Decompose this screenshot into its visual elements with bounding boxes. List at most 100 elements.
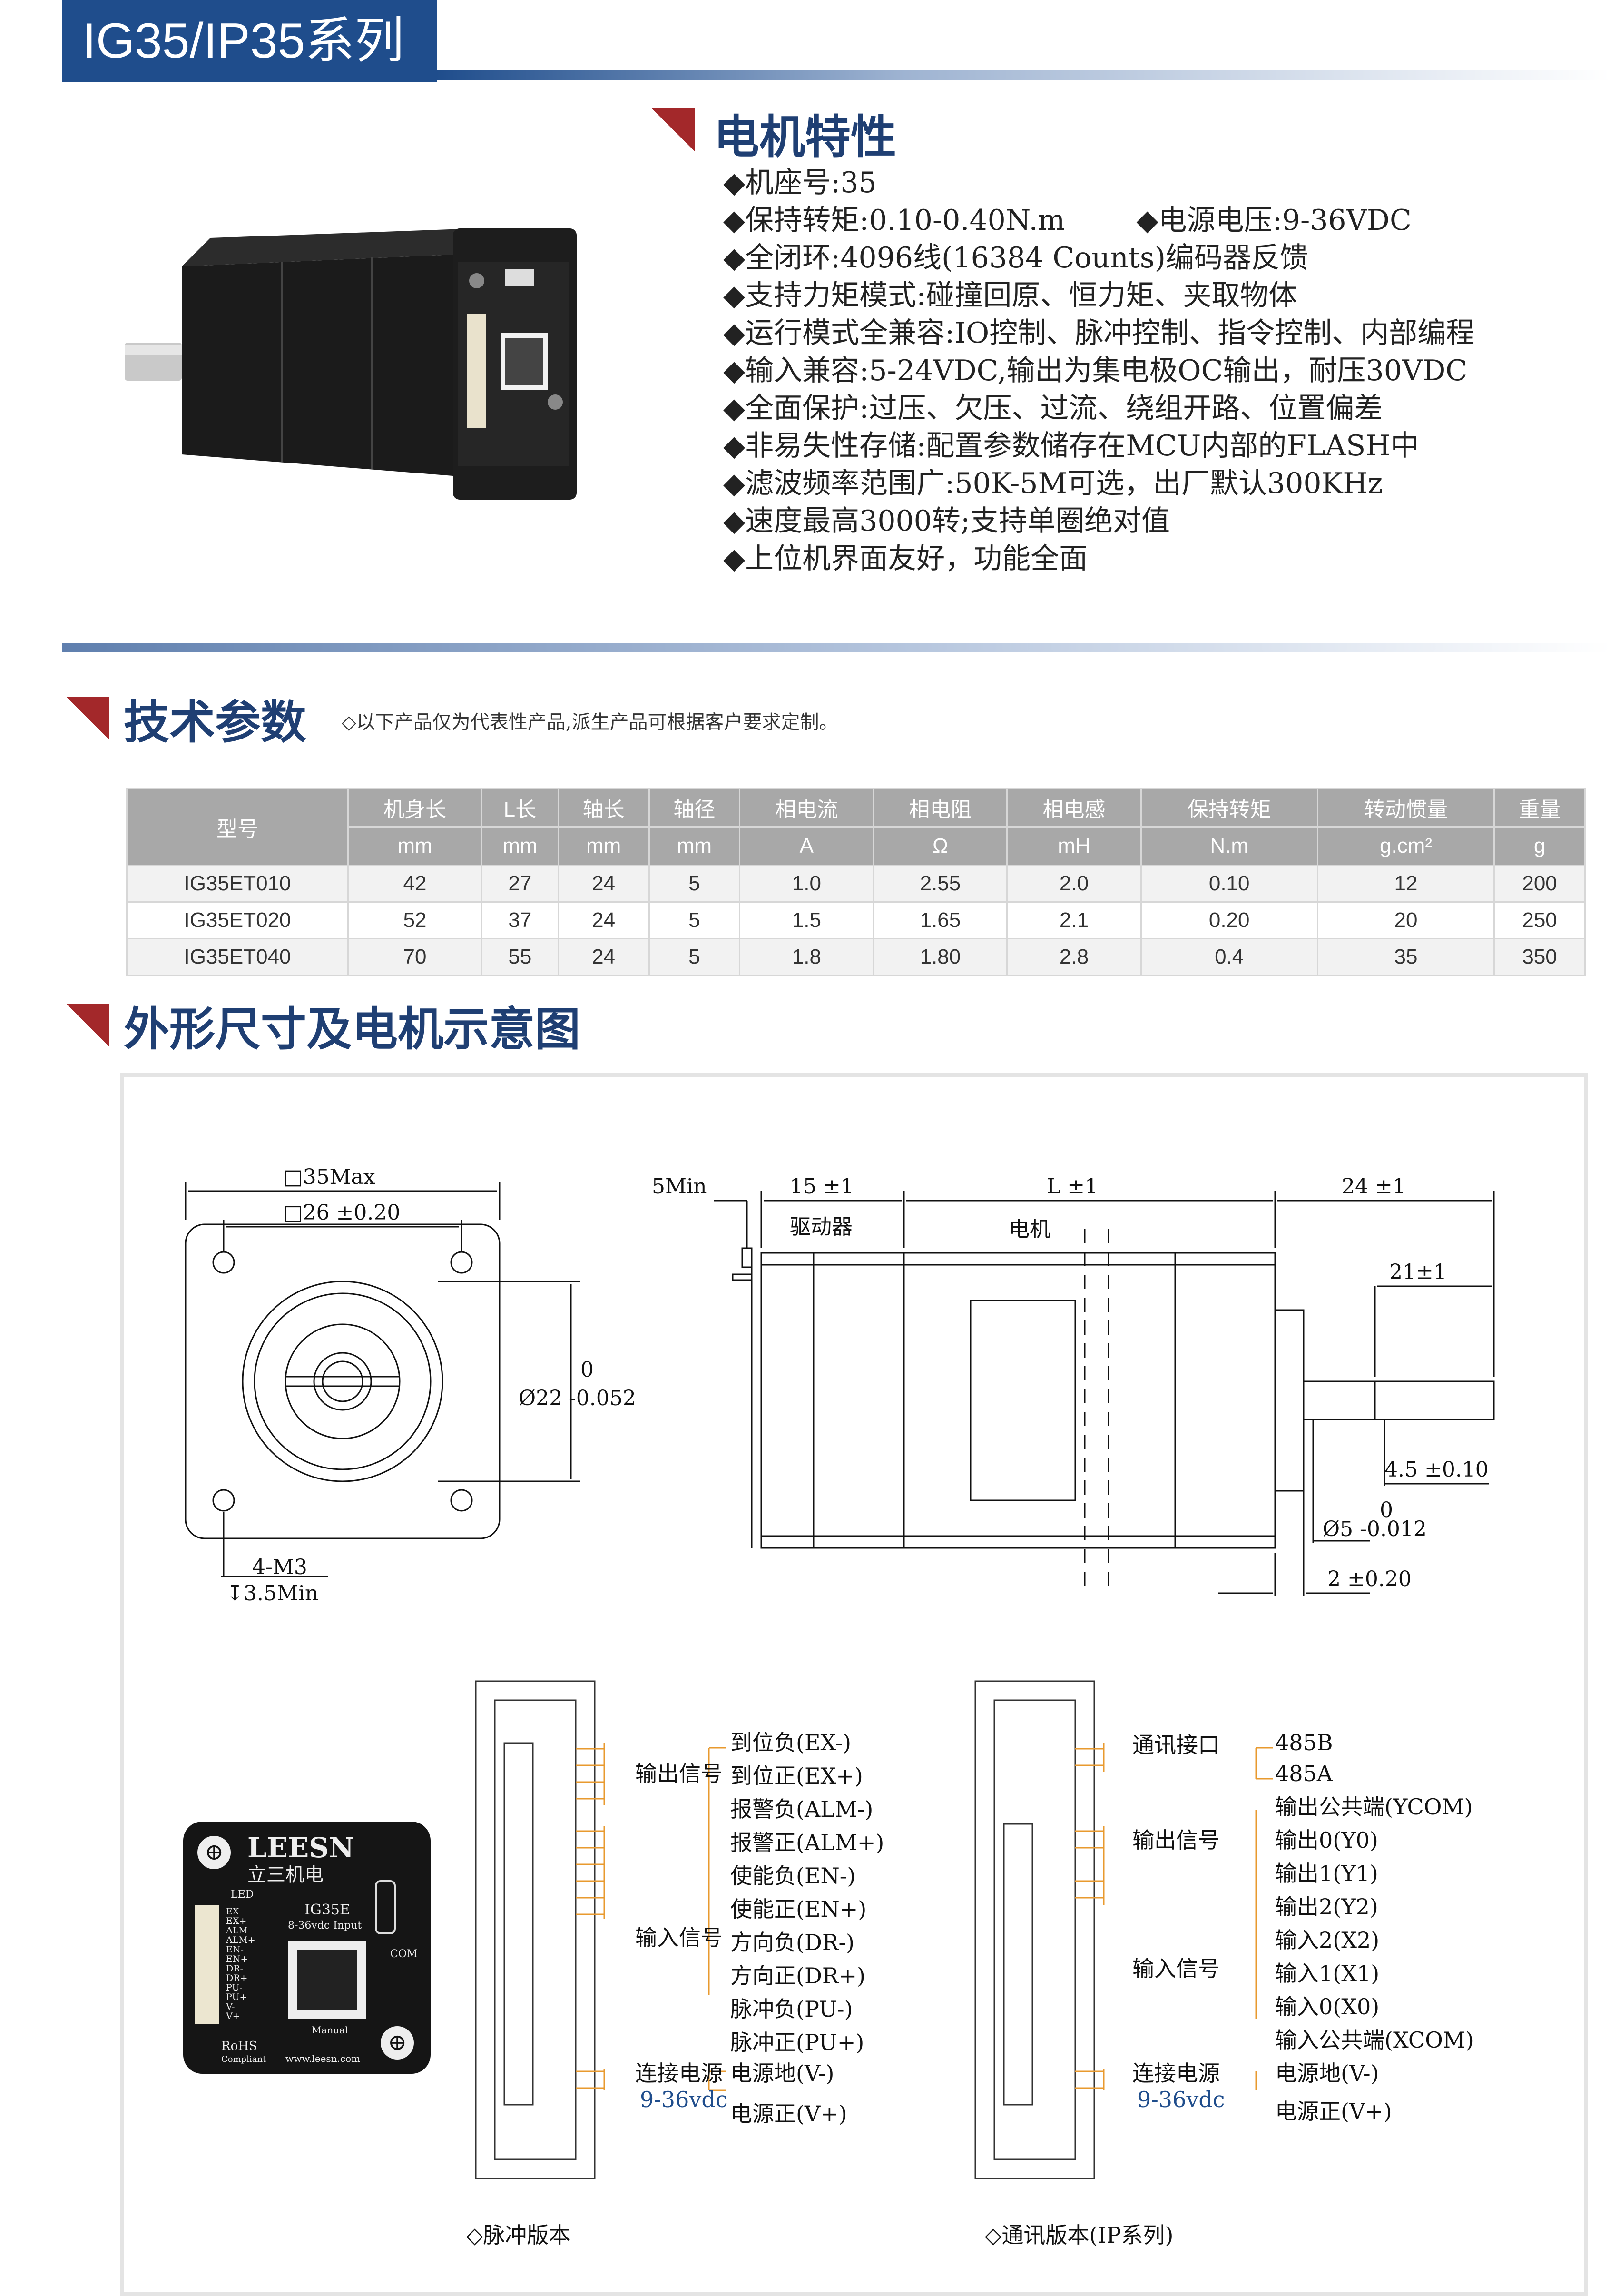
column-header: 轴径 (648, 788, 741, 828)
table-cell: 1.80 (873, 938, 1008, 976)
dim-shaft-dia: Ø5 -0.012 (1323, 1517, 1427, 1541)
table-cell: 37 (481, 901, 559, 939)
board-pin: DR+ (226, 1973, 247, 1983)
pulse-signal: 使能负(EN-) (730, 1863, 855, 1889)
unit-header: mm (648, 826, 741, 866)
feature-item: ◆支持力矩模式:碰撞回原、恒力矩、夹取物体 (723, 279, 1297, 312)
comm-signal: 输出0(Y0) (1275, 1827, 1378, 1853)
board-brand-cn: 立三机电 (247, 1864, 324, 1886)
feature-item: ◆非易失性存储:配置参数储存在MCU内部的FLASH中 (723, 429, 1419, 463)
feature-item: ◆滤波频率范围广:50K-5M可选，出厂默认300KHz (723, 467, 1383, 500)
comm-group: 连接电源 (1132, 2060, 1220, 2086)
table-cell: 350 (1493, 938, 1586, 976)
column-header: L长 (481, 788, 559, 828)
feature-item: ◆保持转矩:0.10-0.40N.m◆电源电压:9-36VDC (723, 202, 1474, 239)
dim-driver-len: 15 ±1 (790, 1174, 854, 1199)
series-title: IG35/IP35系列 (62, 0, 437, 82)
dim-shaft: 24 ±1 (1342, 1174, 1406, 1199)
comm-group: 输入信号 (1132, 1956, 1220, 1981)
board-rohs: RoHS (221, 2039, 257, 2053)
pulse-wires (576, 1743, 726, 2091)
comm-caption: ◇通讯版本(IP系列) (985, 2222, 1173, 2248)
motor-photo (125, 228, 577, 500)
label-driver: 驱动器 (790, 1215, 853, 1239)
board-com: COM (390, 1948, 417, 1960)
table-cell: 2.1 (1006, 901, 1142, 939)
board-pin: EN- (226, 1944, 244, 1955)
features-list: ◆机座号:35 ◆保持转矩:0.10-0.40N.m◆电源电压:9-36VDC … (723, 164, 1474, 578)
column-header: 机身长 (347, 788, 483, 828)
table-cell: IG35ET020 (126, 901, 349, 939)
dimensions-title: 外形尺寸及电机示意图 (124, 1003, 580, 1056)
pulse-signal: 脉冲负(PU-) (730, 1996, 853, 2022)
pulse-group: 连接电源 (635, 2060, 723, 2086)
comm-wires (1075, 1743, 1273, 2090)
table-cell: 1.0 (739, 865, 874, 903)
pulse-signal: 到位正(EX+) (730, 1763, 863, 1789)
pulse-group: 输入信号 (635, 1925, 723, 1951)
table-cell: 5 (648, 901, 741, 939)
table-cell: 27 (481, 865, 559, 903)
params-note: ◇以下产品仅为代表性产品,派生产品可根据客户要求定制。 (342, 711, 838, 733)
table-cell: 2.55 (873, 865, 1008, 903)
header-rule (437, 70, 1610, 80)
board-model: IG35E (304, 1902, 350, 1918)
driver-board: ⊕ ⊕ LEESN 立三机电 IG35E 8-36vdc Input LED M… (183, 1822, 431, 2074)
unit-header: mm (557, 826, 650, 866)
table-cell: IG35ET010 (126, 865, 349, 903)
comm-signal: 输入1(X1) (1275, 1961, 1379, 1986)
technical-drawing: □35Max □26 ±0.20 0 Ø22 -0.052 4-M3 ↧3.5M… (183, 1165, 1495, 2248)
pulse-signal: 使能正(EN+) (730, 1896, 866, 1922)
comm-group: 输出信号 (1132, 1827, 1220, 1853)
dim-flat-depth: 4.5 ±0.10 (1384, 1458, 1489, 1482)
column-header: 相电流 (739, 788, 874, 828)
board-manual: Manual (312, 2024, 348, 2036)
table-cell: 20 (1316, 901, 1495, 939)
table-cell: 200 (1493, 865, 1586, 903)
table-cell: 1.8 (739, 938, 874, 976)
feature-item: ◆全闭环:4096线(16384 Counts)编码器反馈 (723, 241, 1309, 275)
table-cell: 24 (557, 865, 650, 903)
pulse-signal: 报警正(ALM+) (730, 1830, 884, 1855)
unit-header: A (739, 826, 874, 866)
board-led: LED (231, 1889, 254, 1901)
pulse-signal: 报警负(ALM-) (730, 1796, 873, 1822)
comm-signal: 485B (1275, 1730, 1333, 1755)
comm-signal: 输入公共端(XCOM) (1275, 2027, 1474, 2053)
unit-header: mm (481, 826, 559, 866)
board-pin: EX+ (226, 1916, 246, 1926)
drawing-panel: □35Max □26 ±0.20 0 Ø22 -0.052 4-M3 ↧3.5M… (120, 1073, 1588, 2296)
unit-header: g (1493, 826, 1586, 866)
side-body (760, 1252, 1276, 1549)
table-cell: 24 (557, 901, 650, 939)
dim-shoulder: 2 ±0.20 (1327, 1567, 1412, 1591)
column-header: 保持转矩 (1140, 788, 1318, 828)
pulse-signal: 到位负(EX-) (730, 1730, 851, 1755)
column-header: 相电感 (1006, 788, 1142, 828)
column-header: 重量 (1493, 788, 1586, 828)
dim-depth: ↧3.5Min (226, 1581, 318, 1606)
feature-item: ◆机座号:35 (723, 166, 877, 199)
board-input: 8-36vdc Input (288, 1920, 362, 1931)
dim-boss: Ø22 -0.052 (519, 1386, 636, 1410)
dim-outer: □35Max (283, 1165, 375, 1189)
table-cell: IG35ET040 (126, 938, 349, 976)
pulse-signal: 电源地(V-) (730, 2060, 834, 2086)
comm-signal: 输入0(X0) (1275, 1994, 1379, 2020)
board-pin: ALM- (226, 1925, 251, 1936)
comm-signal: 电源正(V+) (1275, 2099, 1392, 2124)
pulse-signal: 电源正(V+) (730, 2101, 847, 2127)
board-pin: V- (226, 2001, 235, 2012)
comm-signal: 输出1(Y1) (1275, 1861, 1378, 1886)
board-compliant: Compliant (221, 2054, 266, 2064)
spec-table: 型号 机身长 L长 轴长 轴径 相电流 相电阻 相电感 保持转矩 转动惯量 重量… (126, 788, 1586, 976)
table-cell: 5 (648, 865, 741, 903)
pulse-signal: 方向正(DR+) (730, 1963, 865, 1989)
dim-flat: 21±1 (1389, 1260, 1447, 1284)
dim-screw: 4-M3 (252, 1555, 307, 1579)
pulse-group: 输出信号 (635, 1761, 723, 1786)
board-pin: ALM+ (226, 1935, 255, 1945)
section-marker (67, 697, 109, 740)
front-flange (185, 1223, 501, 1539)
